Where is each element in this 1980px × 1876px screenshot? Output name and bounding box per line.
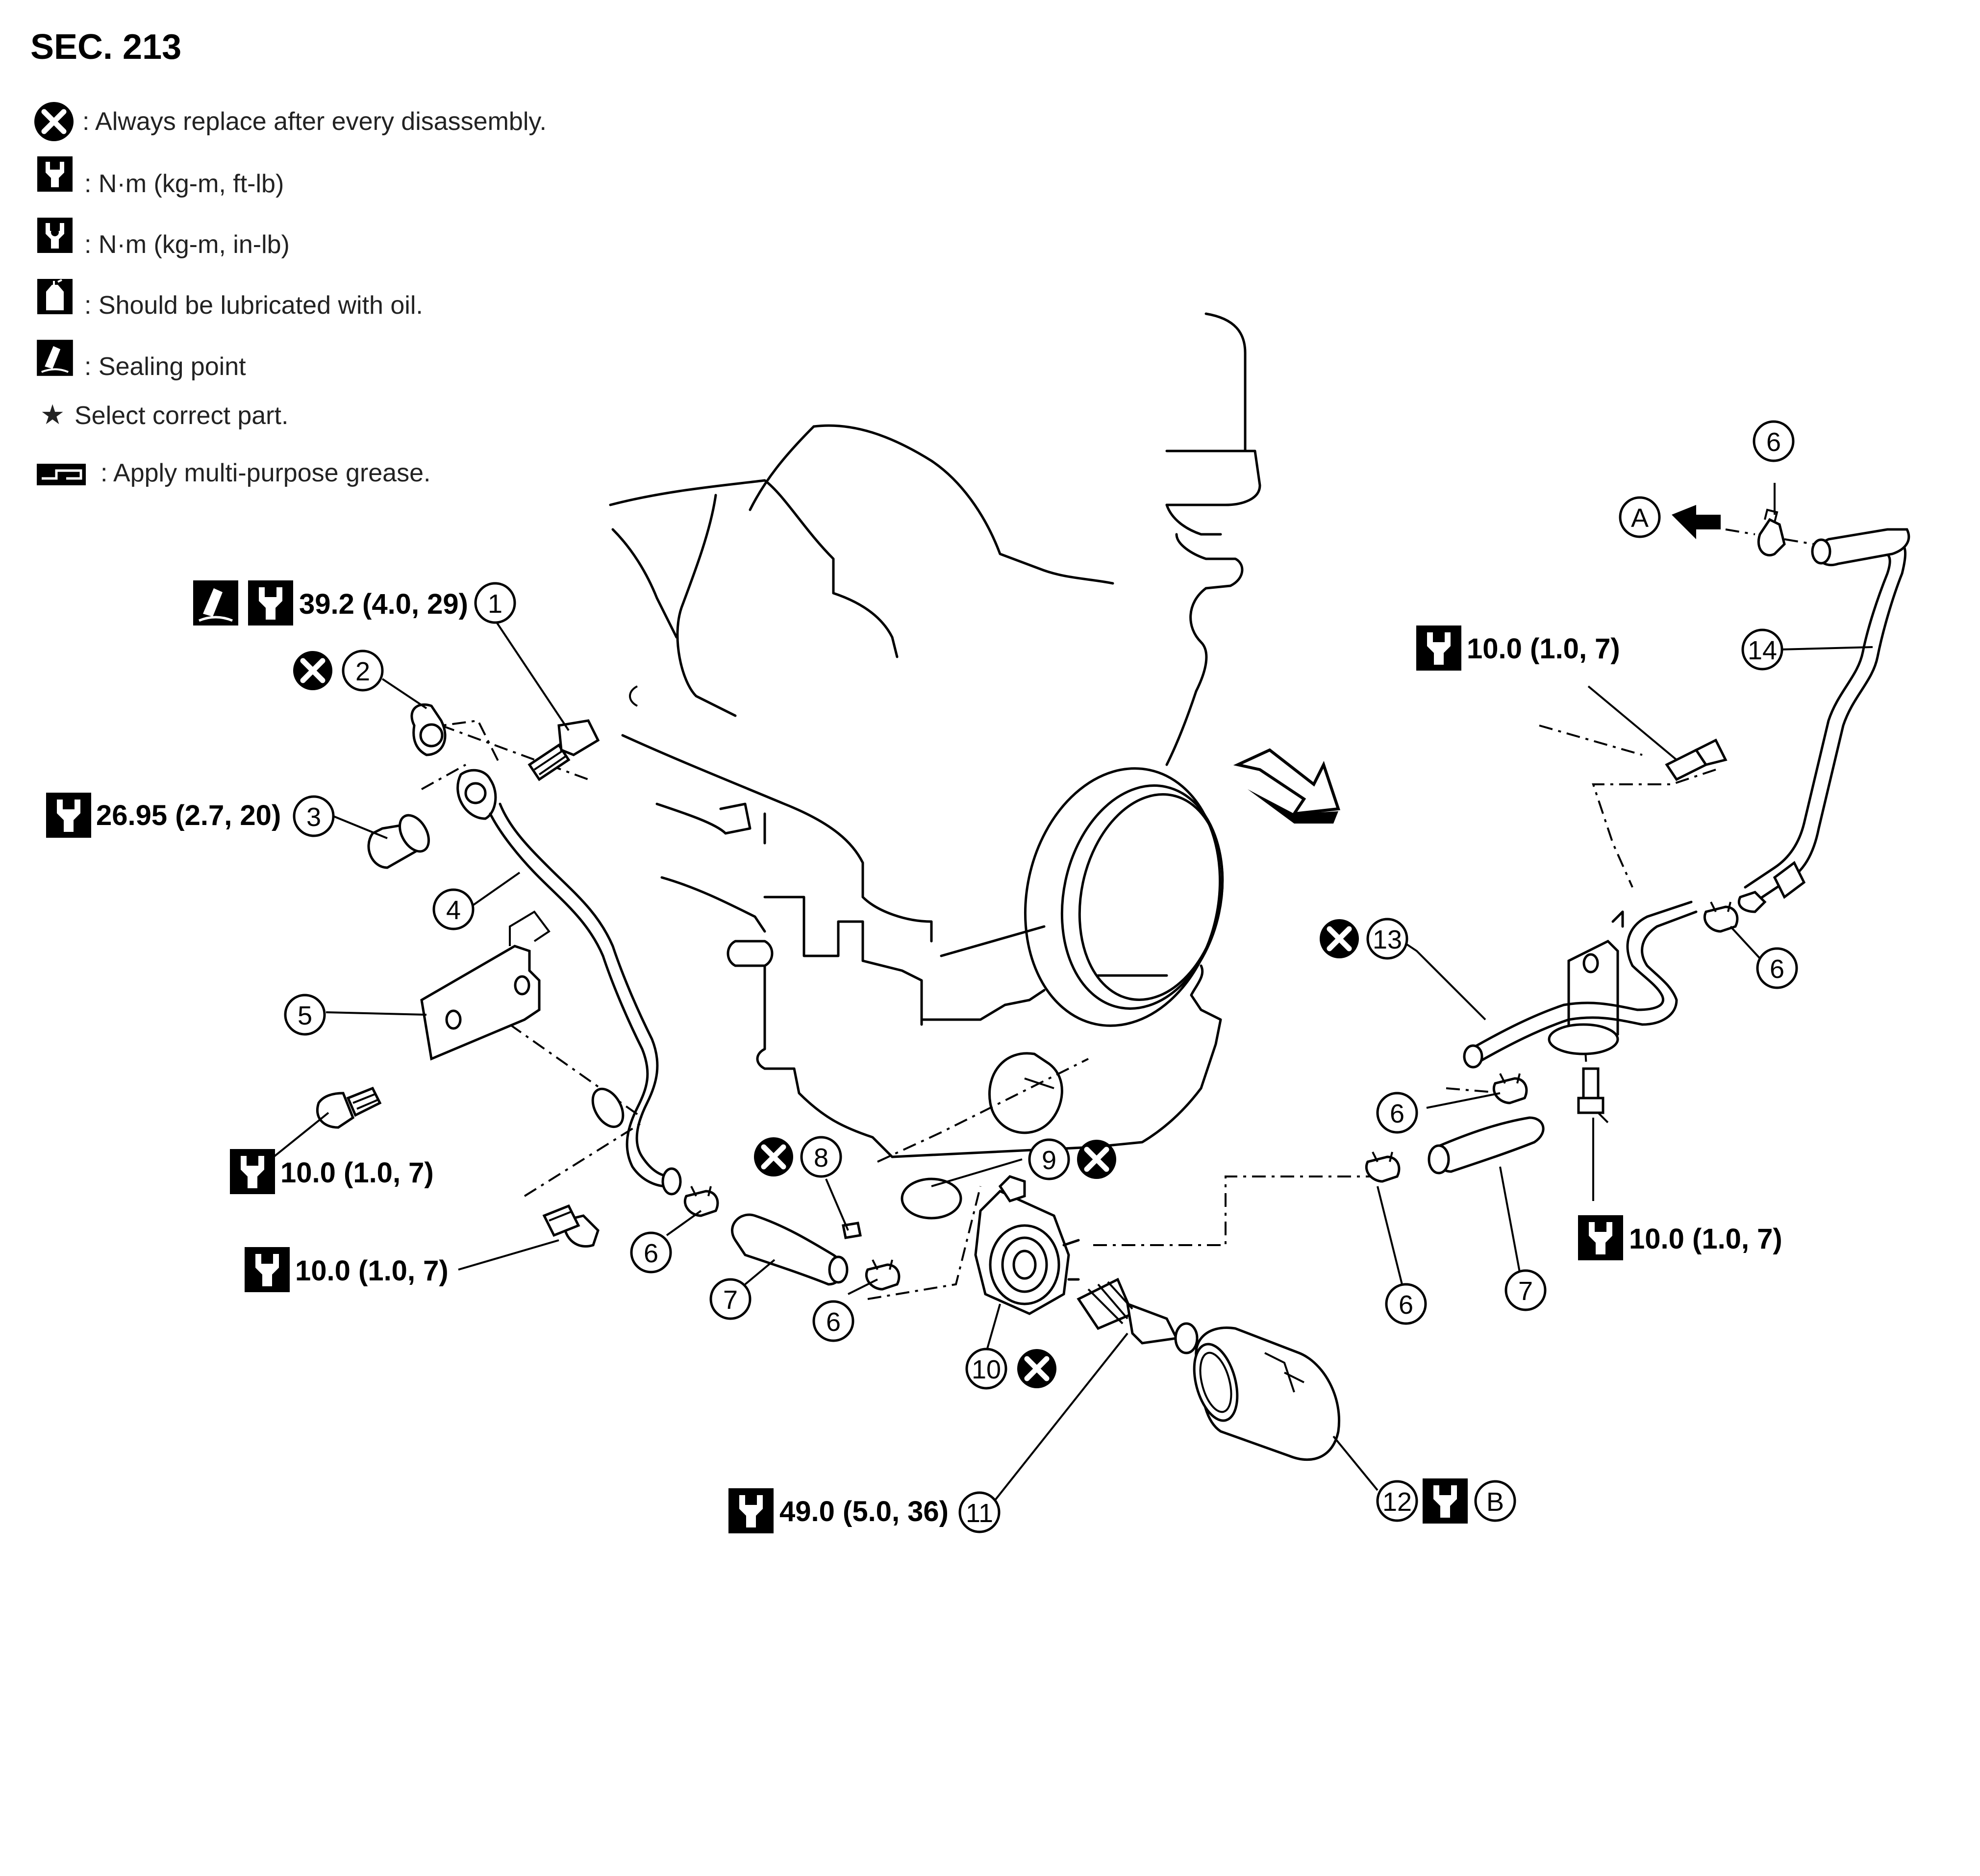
torque-wrench-icon — [728, 1488, 774, 1533]
legend-oil-text: : Should be lubricated with oil. — [84, 291, 423, 320]
callout-circle-7a — [709, 1278, 752, 1320]
replace-x-icon — [1077, 1140, 1116, 1179]
left-tube-assembly — [316, 703, 1089, 1300]
torque-wrench-icon — [248, 580, 293, 625]
callout-1: 1 — [488, 589, 502, 619]
callout-circle-7b — [1504, 1269, 1547, 1311]
callout-11: 11 — [966, 1499, 993, 1528]
callout-circle-8 — [800, 1136, 842, 1178]
legend-torque-ftlb-text: : N·m (kg-m, ft-lb) — [84, 170, 284, 198]
callout-circle-14 — [1741, 628, 1783, 671]
callout-8: 8 — [814, 1143, 828, 1173]
callout-circle-b — [1474, 1480, 1516, 1522]
callout-circle-3 — [293, 795, 335, 837]
callout-7a: 7 — [723, 1285, 738, 1315]
torque-wrench-icon — [245, 1247, 290, 1292]
legend-replace-text: : Always replace after every disassembly… — [82, 107, 547, 136]
callout-circle-12 — [1376, 1480, 1418, 1522]
right-pipe-assembly — [1365, 505, 1910, 1183]
torque-wrench-icon — [230, 1149, 275, 1194]
callout-circle-4 — [432, 888, 475, 930]
callout-circle-13 — [1366, 918, 1408, 960]
callout-10: 10 — [972, 1355, 1001, 1384]
torque-spec-11: 49.0 (5.0, 36) — [779, 1496, 949, 1527]
engine-block-outline — [609, 312, 1261, 1158]
torque-spec-lower-bolt: 10.0 (1.0, 7) — [295, 1255, 449, 1287]
reference-b: B — [1486, 1487, 1504, 1517]
torque-spec-upper-right-bolt: 10.0 (1.0, 7) — [1467, 633, 1620, 665]
callout-2: 2 — [355, 657, 370, 686]
callout-14: 14 — [1748, 636, 1777, 665]
legend-select-text: Select correct part. — [75, 401, 288, 430]
callout-3: 3 — [306, 802, 321, 832]
callout-6c: 6 — [1766, 427, 1781, 457]
replace-x-icon — [34, 102, 74, 141]
callout-9: 9 — [1042, 1146, 1056, 1175]
sealant-icon — [37, 340, 73, 376]
replace-x-icon — [293, 651, 332, 690]
callout-12: 12 — [1382, 1487, 1412, 1517]
reference-a: A — [1631, 503, 1649, 533]
sealant-icon — [193, 580, 238, 625]
star-icon: ★ — [40, 399, 65, 430]
callout-13: 13 — [1373, 925, 1402, 954]
torque-spec-3: 26.95 (2.7, 20) — [96, 800, 281, 831]
oil-can-icon — [36, 278, 74, 315]
torque-spec-1: 39.2 (4.0, 29) — [299, 588, 468, 620]
front-arrow-icon — [1233, 748, 1341, 824]
grease-gun-icon — [37, 464, 86, 485]
legend-torque-inlb-text: : N·m (kg-m, in-lb) — [84, 230, 290, 259]
legend-grease-text: : Apply multi-purpose grease. — [100, 459, 430, 487]
callout-6e: 6 — [1390, 1099, 1404, 1128]
torque-wrench-icon — [1423, 1478, 1468, 1524]
callout-6b: 6 — [826, 1307, 841, 1337]
replace-x-icon — [1320, 919, 1359, 958]
callout-circle-11 — [958, 1491, 1001, 1533]
callout-circle-1 — [474, 582, 516, 624]
callout-circle-10 — [965, 1348, 1007, 1390]
replace-x-icon — [1017, 1349, 1056, 1388]
torque-wrench-small-icon — [37, 218, 73, 253]
torque-wrench-icon — [1416, 625, 1461, 671]
torque-spec-bracket-bolt: 10.0 (1.0, 7) — [280, 1157, 434, 1189]
callout-circle-2 — [342, 650, 384, 692]
torque-spec-right-lower-bolt: 10.0 (1.0, 7) — [1629, 1223, 1782, 1255]
callout-5: 5 — [298, 1001, 312, 1030]
legend: : Always replace after every disassembly… — [34, 102, 547, 487]
callout-circle-9 — [1028, 1138, 1070, 1180]
section-title: SEC. 213 — [30, 27, 181, 67]
torque-wrench-icon — [37, 156, 73, 192]
callout-circle-5 — [284, 994, 326, 1036]
callout-circle-6d — [1756, 947, 1798, 989]
callout-6a: 6 — [644, 1239, 658, 1268]
callout-6d: 6 — [1770, 954, 1784, 984]
callout-6f: 6 — [1399, 1290, 1413, 1320]
legend-sealing-text: : Sealing point — [84, 352, 246, 381]
callout-circle-6a — [630, 1231, 672, 1274]
torque-wrench-icon — [1578, 1215, 1623, 1260]
callout-4: 4 — [446, 896, 461, 925]
callout-circle-6b — [812, 1300, 854, 1342]
callout-circle-6e — [1376, 1092, 1418, 1134]
callout-circle-6f — [1385, 1283, 1427, 1325]
torque-wrench-icon — [46, 793, 91, 838]
callout-circle-a — [1619, 496, 1661, 538]
replace-x-icon — [754, 1137, 793, 1176]
callout-circle-6c — [1753, 420, 1795, 462]
oil-cooler-assembly — [974, 1175, 1373, 1461]
callout-7b: 7 — [1518, 1276, 1533, 1306]
